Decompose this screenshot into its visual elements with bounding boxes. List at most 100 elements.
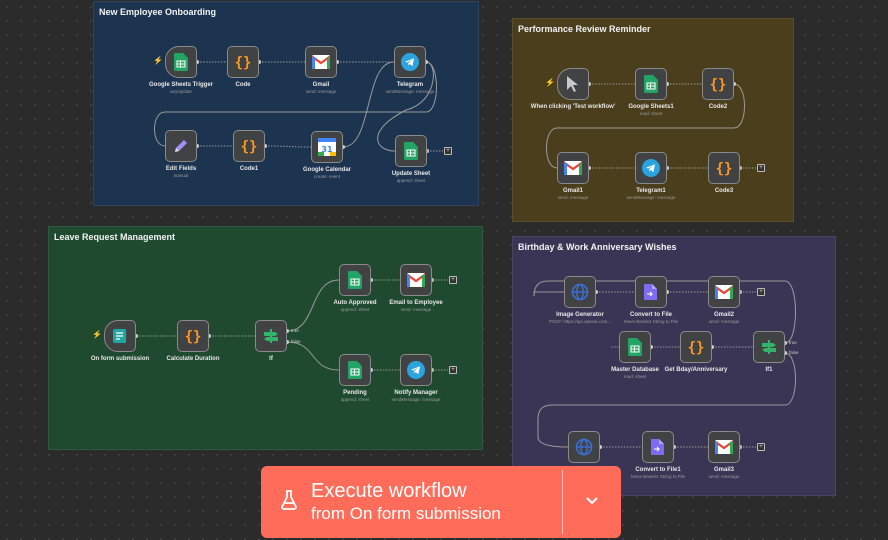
branch-label-false: false	[291, 339, 301, 344]
node-code3[interactable]: {}	[708, 152, 740, 184]
node-subtitle: append: sheet	[340, 307, 370, 312]
node-label: Telegram	[396, 82, 424, 88]
node-if[interactable]	[255, 320, 287, 352]
node-label: Google Sheets1	[628, 104, 674, 110]
node-gmail1[interactable]	[557, 152, 589, 184]
sheets-icon	[404, 142, 418, 160]
group-birthday-anniversary-wishes[interactable]: Birthday & Work Anniversary Wishes	[512, 236, 836, 496]
node-http2[interactable]	[568, 431, 600, 463]
svg-text:{}: {}	[241, 139, 258, 154]
chevron-down-icon	[585, 493, 599, 511]
node-email-employee[interactable]	[400, 264, 432, 296]
branch-label-false: false	[789, 350, 799, 355]
node-gmail[interactable]	[305, 46, 337, 78]
add-node-button[interactable]: +	[757, 443, 765, 451]
sheets-icon	[348, 361, 362, 379]
node-gsheets1[interactable]	[635, 68, 667, 100]
sheets-icon	[644, 75, 658, 93]
node-gcalendar[interactable]: 31	[311, 131, 343, 163]
gmail-icon	[312, 55, 330, 69]
code-icon: {}	[234, 54, 252, 70]
node-code1[interactable]: {}	[233, 130, 265, 162]
node-gsheets-trigger[interactable]	[165, 46, 197, 78]
gmail-icon	[715, 285, 733, 299]
node-gmail2[interactable]	[708, 276, 740, 308]
trigger-bolt-icon: ⚡	[92, 330, 102, 339]
node-label: On form submission	[90, 356, 150, 362]
node-subtitle: send: message	[708, 474, 740, 479]
group-title: New Employee Onboarding	[99, 7, 217, 17]
svg-text:{}: {}	[185, 329, 202, 344]
add-node-button[interactable]: +	[757, 164, 765, 172]
node-image-gen[interactable]	[564, 276, 596, 308]
node-label: Code1	[239, 166, 259, 172]
node-subtitle: manual	[173, 173, 189, 178]
wire-telegram-edit_fields	[154, 61, 437, 147]
group-new-employee-onboarding[interactable]: New Employee Onboarding	[93, 1, 479, 206]
node-subtitle: read: sheet	[623, 374, 647, 379]
node-subtitle: send: message	[400, 307, 432, 312]
node-gmail3[interactable]	[708, 431, 740, 463]
button-divider	[562, 470, 563, 534]
execute-workflow-button-group[interactable]: Execute workflow from On form submission	[261, 466, 621, 538]
gmail-icon	[715, 440, 733, 454]
node-label: Gmail	[312, 82, 330, 88]
node-label: Google Calendar	[302, 167, 351, 173]
node-subtitle: anyUpdate	[170, 89, 192, 94]
form-icon	[111, 327, 129, 345]
branch-label-true: true	[291, 328, 299, 333]
node-subtitle: Move Base64 String to File	[623, 319, 679, 324]
node-label: Convert to File1	[635, 467, 681, 473]
calendar-icon: 31	[318, 138, 336, 156]
node-master-db[interactable]	[619, 331, 651, 363]
group-performance-review-reminder[interactable]: Performance Review Reminder	[512, 18, 794, 222]
add-node-button[interactable]: +	[449, 366, 457, 374]
trigger-bolt-icon: ⚡	[153, 56, 163, 65]
node-label: Code3	[714, 188, 734, 194]
gmail-icon	[564, 161, 582, 175]
node-label: Pending	[343, 390, 367, 396]
node-notify-manager[interactable]	[400, 354, 432, 386]
execute-workflow-button[interactable]: Execute workflow from On form submission	[261, 466, 562, 538]
node-label: Gmail1	[562, 188, 583, 194]
wire-code1-gcalendar	[264, 145, 312, 148]
node-code[interactable]: {}	[227, 46, 259, 78]
trigger-dropdown-button[interactable]	[563, 466, 621, 538]
globe-icon	[575, 438, 593, 456]
node-convert-file[interactable]	[635, 276, 667, 308]
svg-text:{}: {}	[688, 340, 705, 355]
code-icon: {}	[709, 76, 727, 92]
telegram-icon	[401, 53, 419, 71]
node-code2[interactable]: {}	[702, 68, 734, 100]
add-node-button[interactable]: +	[757, 288, 765, 296]
node-subtitle: Move Base64 String to File	[630, 474, 686, 479]
node-update-sheet[interactable]	[395, 135, 427, 167]
wire-if1-true	[533, 280, 796, 344]
if-icon	[262, 327, 280, 345]
node-label: Get Bday/Anniversary	[664, 367, 728, 373]
node-label: Master Database	[611, 367, 659, 373]
group-title: Leave Request Management	[54, 232, 176, 242]
add-node-button[interactable]: +	[449, 276, 457, 284]
node-telegram1[interactable]	[635, 152, 667, 184]
code-icon: {}	[715, 160, 733, 176]
add-node-button[interactable]: +	[444, 147, 452, 155]
wire-if-false	[286, 341, 340, 371]
node-edit-fields[interactable]	[165, 130, 197, 162]
node-calc-duration[interactable]: {}	[177, 320, 209, 352]
wire-telegram-update_sheet	[377, 61, 434, 152]
node-label: Edit Fields	[165, 166, 197, 172]
node-get-bday[interactable]: {}	[680, 331, 712, 363]
node-manual-trigger[interactable]	[557, 68, 589, 100]
node-telegram[interactable]	[394, 46, 426, 78]
node-label: Update Sheet	[391, 171, 431, 177]
node-auto-approved[interactable]	[339, 264, 371, 296]
node-if1[interactable]	[753, 331, 785, 363]
node-label: Image Generator	[556, 312, 604, 318]
node-convert-file1[interactable]	[642, 431, 674, 463]
node-label: If	[269, 356, 273, 362]
node-form-trigger[interactable]	[104, 320, 136, 352]
node-pending[interactable]	[339, 354, 371, 386]
telegram-icon	[407, 361, 425, 379]
wire-gcalendar-telegram	[342, 61, 395, 148]
